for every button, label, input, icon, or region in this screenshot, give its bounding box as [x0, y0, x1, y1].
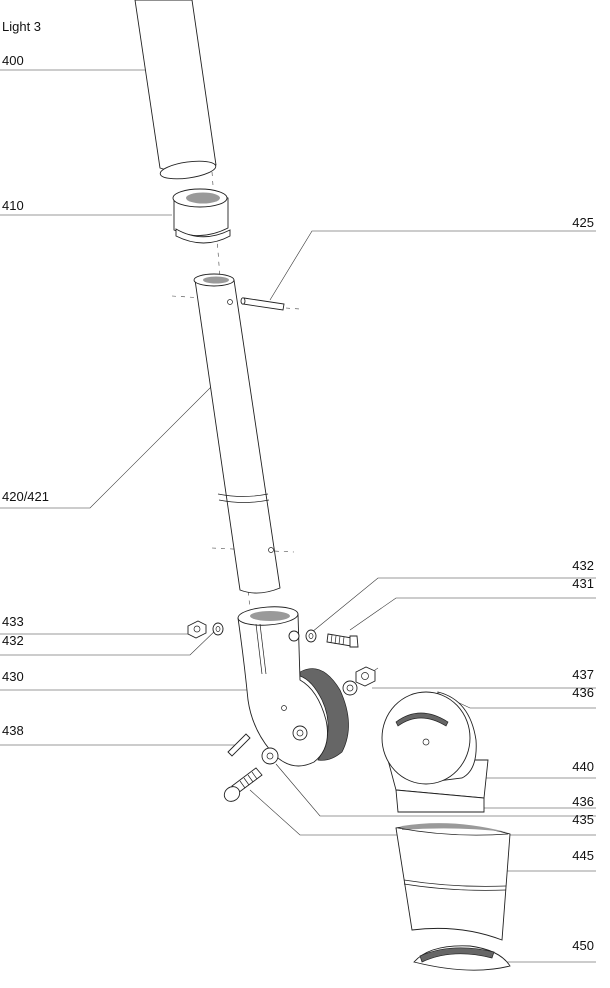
part-432-washer-left — [212, 622, 224, 636]
label-420-421: 420/421 — [2, 489, 49, 504]
label-438: 438 — [2, 723, 24, 738]
label-425: 425 — [572, 215, 594, 230]
label-440: 440 — [572, 759, 594, 774]
label-432-right: 432 — [572, 558, 594, 573]
label-410: 410 — [2, 198, 24, 213]
label-450: 450 — [572, 938, 594, 953]
part-420-lower-tube — [193, 273, 281, 594]
diagram-title: Light 3 — [2, 19, 42, 34]
leader-lines — [0, 69, 596, 963]
part-435-washer — [261, 747, 279, 765]
label-436-upper: 436 — [572, 685, 594, 700]
part-431-bolt — [326, 633, 359, 648]
label-430: 430 — [2, 669, 24, 684]
part-432-washer-right — [305, 629, 317, 643]
part-437-nut — [355, 666, 376, 687]
part-445-shade — [395, 823, 511, 941]
part-450-lens-cap — [413, 945, 511, 971]
part-438-small-pin — [227, 733, 251, 757]
label-445: 445 — [572, 848, 594, 863]
part-400-upper-tube — [134, 0, 217, 180]
part-433-nut — [187, 620, 207, 639]
part-430-elbow-joint — [237, 606, 349, 767]
label-400: 400 — [2, 53, 24, 68]
part-410-bushing — [172, 188, 231, 244]
label-432-left: 432 — [2, 633, 24, 648]
part-440-lamp-head — [381, 691, 489, 813]
label-437: 437 — [572, 667, 594, 682]
label-431: 431 — [572, 576, 594, 591]
part-425-pin — [240, 297, 285, 311]
label-435: 435 — [572, 812, 594, 827]
label-433: 433 — [2, 614, 24, 629]
label-436-lower: 436 — [572, 794, 594, 809]
part-436-washer-upper — [342, 680, 358, 696]
part-435-long-bolt — [223, 767, 263, 802]
